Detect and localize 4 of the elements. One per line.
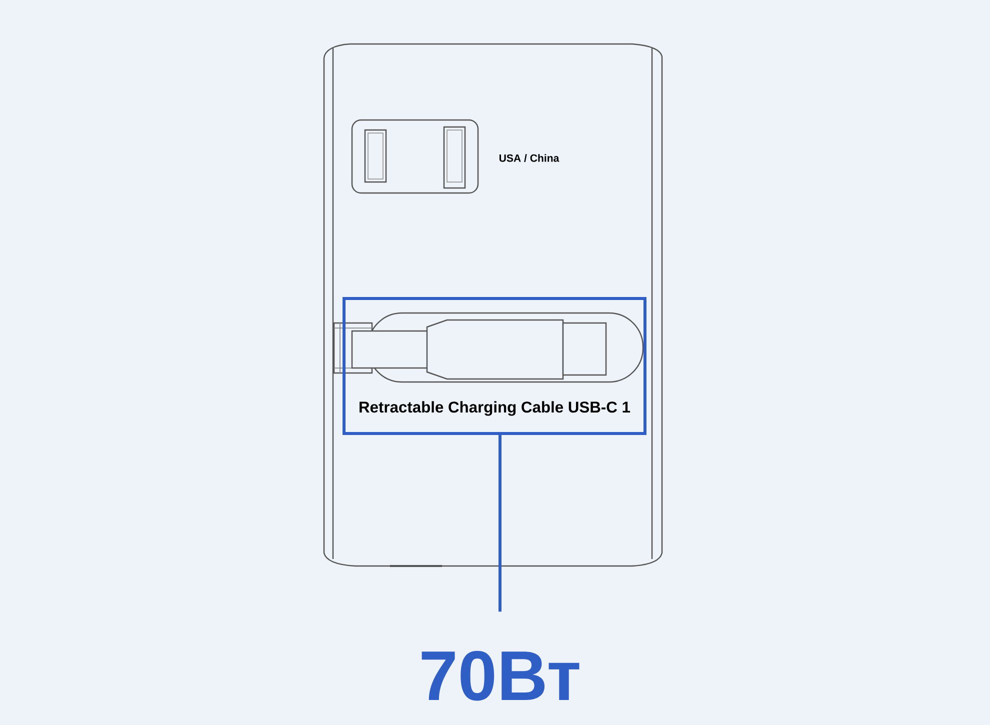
- leader-line: [498, 434, 502, 612]
- socket-label: USA / China: [499, 154, 560, 162]
- power-rating-text: 70Вт: [422, 650, 580, 701]
- highlight-box: Retractable Charging Cable USB-C 1: [342, 297, 646, 435]
